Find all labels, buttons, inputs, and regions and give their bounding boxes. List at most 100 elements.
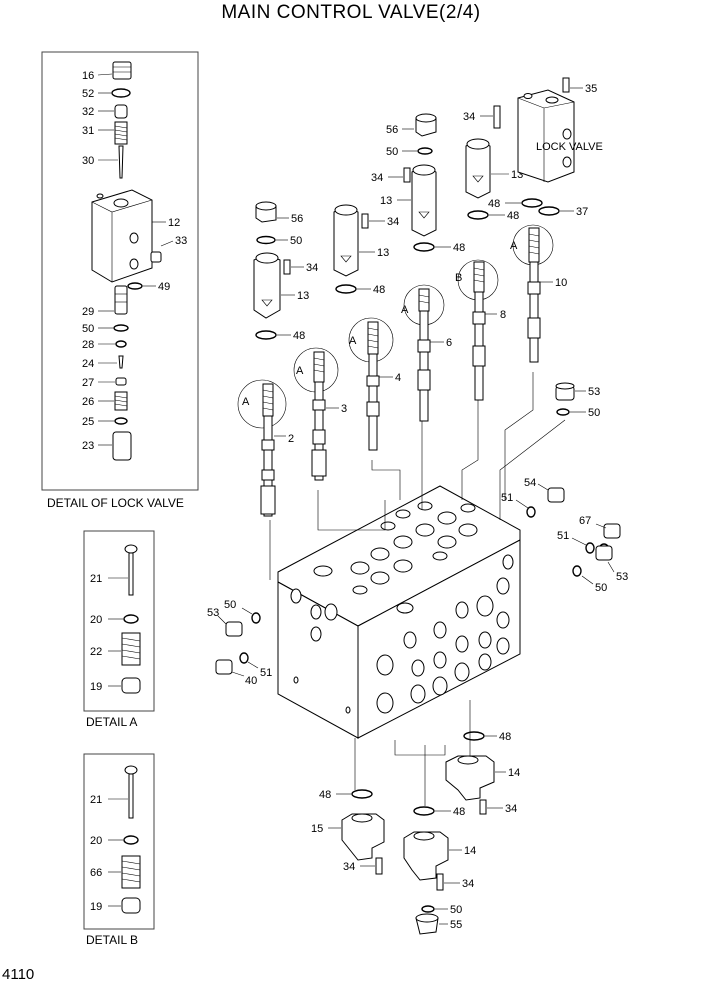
- callout-a-4: A: [349, 335, 357, 347]
- seat-27: [115, 377, 127, 386]
- callout-35: 35: [585, 83, 597, 95]
- callout-34-f: 34: [343, 861, 355, 873]
- callout-48-c: 48: [453, 242, 465, 254]
- oring-50-a: [417, 147, 433, 155]
- callout-30: 30: [82, 155, 94, 167]
- callout-67: 67: [579, 515, 591, 527]
- bolt-34-d: [283, 259, 291, 275]
- lock-valve-caption: DETAIL OF LOCK VALVE: [47, 496, 184, 510]
- cover-14-bottom: [403, 831, 449, 881]
- lock-valve-body-12: [91, 189, 153, 283]
- callout-52: 52: [82, 88, 94, 100]
- callout-37: 37: [576, 206, 588, 218]
- callout-27: 27: [82, 377, 94, 389]
- callout-14-a: 14: [508, 767, 520, 779]
- callout-26: 26: [82, 396, 94, 408]
- callout-56-a: 56: [386, 124, 398, 136]
- spring-66: [121, 855, 141, 889]
- cover-13-mid: [333, 204, 359, 277]
- ring-28: [115, 340, 127, 348]
- callout-51-a: 51: [501, 492, 513, 504]
- callout-54: 54: [524, 477, 536, 489]
- spring-31: [114, 121, 128, 145]
- oring-52: [111, 88, 131, 98]
- callout-51-b: 51: [557, 530, 569, 542]
- oring-48-f: [463, 731, 485, 741]
- callout-56-b: 56: [291, 213, 303, 225]
- callout-34-e: 34: [505, 803, 517, 815]
- plug-53-left: [225, 621, 243, 637]
- rod-21b: [128, 773, 134, 819]
- ring-25: [114, 417, 128, 425]
- callout-13-d: 13: [297, 290, 309, 302]
- callout-32: 32: [82, 106, 94, 118]
- callout-31: 31: [82, 125, 94, 137]
- oring-50-e: [251, 612, 261, 624]
- oring-50-b: [256, 235, 276, 245]
- callout-53-b: 53: [616, 571, 628, 583]
- callout-13-b: 13: [380, 195, 392, 207]
- callout-34-d: 34: [306, 262, 318, 274]
- callout-48-h: 48: [453, 806, 465, 818]
- left-ports: [290, 588, 351, 714]
- valve-body-right: [357, 539, 521, 739]
- callout-4: 4: [395, 372, 401, 384]
- cover-13-right: [465, 138, 491, 199]
- callout-53-a: 53: [588, 386, 600, 398]
- cover-15: [341, 813, 385, 861]
- plug-40: [215, 659, 233, 675]
- oring-48-g: [351, 789, 373, 799]
- spool-10: [529, 261, 539, 363]
- pin-30: [118, 145, 124, 179]
- bolt-34-a: [493, 105, 501, 129]
- plug-67: [603, 523, 621, 539]
- callout-a-2: A: [242, 396, 250, 408]
- callout-a-3: A: [296, 365, 304, 377]
- cover-13-top: [411, 164, 437, 237]
- right-ports: [376, 554, 514, 714]
- page-title: MAIN CONTROL VALVE(2/4): [221, 2, 481, 23]
- seat-19b: [121, 897, 141, 914]
- callout-50-b: 50: [290, 235, 302, 247]
- oring-50-c: [556, 408, 570, 416]
- rod-21-head: [124, 544, 138, 554]
- callout-48-f: 48: [499, 731, 511, 743]
- spool-4-assembly: [348, 317, 394, 451]
- callout-b-8: B: [455, 272, 462, 284]
- callout-34-g: 34: [462, 878, 474, 890]
- bolt-34-b: [403, 167, 411, 183]
- callout-a-10: A: [510, 240, 518, 252]
- callout-da-20: 20: [90, 614, 102, 626]
- callout-28: 28: [82, 339, 94, 351]
- spring-22: [121, 632, 141, 666]
- spring-26: [114, 391, 128, 411]
- callout-16: 16: [82, 70, 94, 82]
- bolt-34-e: [479, 799, 487, 815]
- callout-33: 33: [175, 235, 187, 247]
- callout-2: 2: [288, 433, 294, 445]
- oring-50: [113, 324, 129, 332]
- main-valve-body: [277, 485, 521, 739]
- callout-23: 23: [82, 440, 94, 452]
- callout-50-f: 50: [450, 904, 462, 916]
- bolt-34-c: [361, 213, 369, 229]
- callout-34-c: 34: [387, 216, 399, 228]
- callout-8: 8: [500, 309, 506, 321]
- spool-6-assembly: [403, 284, 445, 422]
- callout-49: 49: [158, 281, 170, 293]
- poppet-23: [112, 431, 132, 461]
- bolt-34-g: [436, 873, 444, 891]
- callout-50-lv: 50: [82, 323, 94, 335]
- callout-53-c: 53: [207, 607, 219, 619]
- callout-13-c: 13: [377, 247, 389, 259]
- spool-10-assembly: [512, 224, 554, 363]
- plug-53-right: [595, 545, 613, 561]
- oring-48-h: [413, 806, 435, 816]
- cover-13-left: [253, 252, 281, 319]
- lock-valve-main: [517, 89, 575, 183]
- callout-48-b: 48: [507, 210, 519, 222]
- assembly-lines: [269, 372, 566, 806]
- pin-24: [118, 355, 124, 369]
- plug-16: [112, 61, 132, 80]
